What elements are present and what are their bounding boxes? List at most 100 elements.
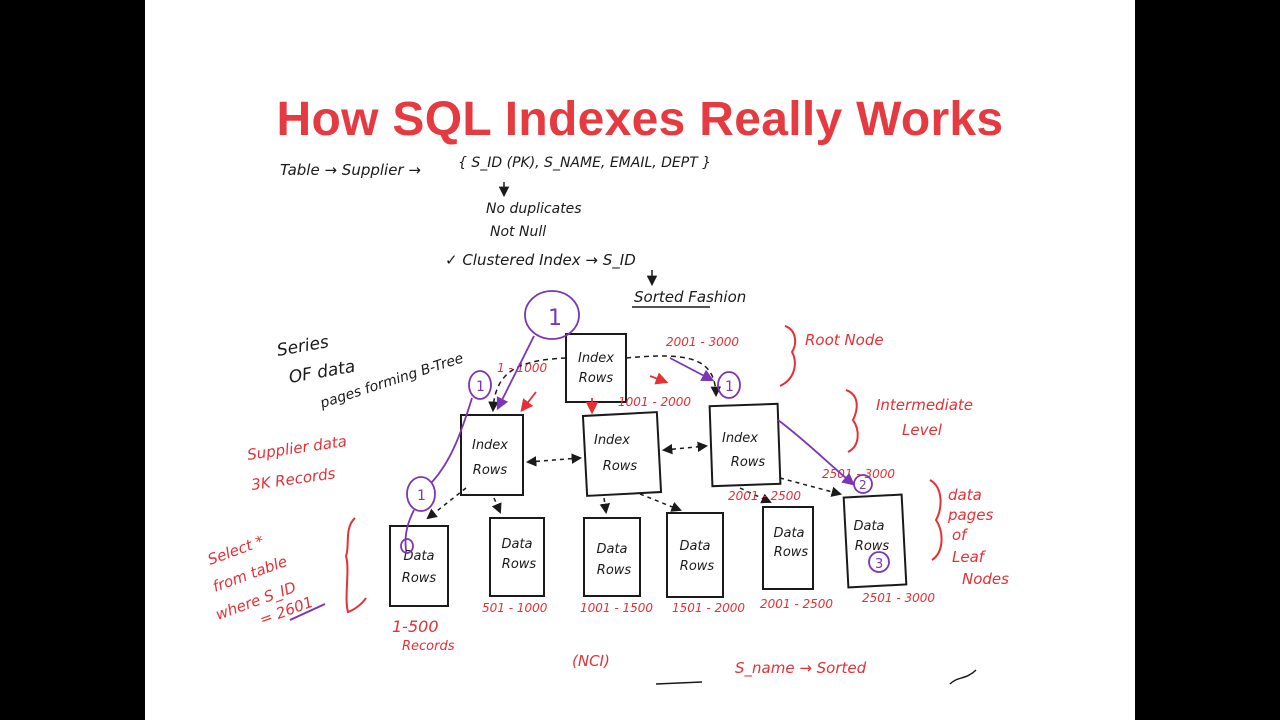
leaf-node-2-label-1: Data — [501, 537, 532, 552]
sname-sorted-label: S_name → Sorted — [735, 659, 867, 678]
leaf-target-circle — [400, 538, 414, 554]
leaf-label-1: data — [948, 486, 982, 504]
intermediate-node-right: Index Rows — [708, 402, 782, 488]
leaf-node-1-label-2: Rows — [402, 571, 437, 586]
leaf-node-2-range: 501 - 1000 — [482, 601, 548, 615]
leaf-node-4-label-2: Rows — [680, 559, 715, 574]
intermediate-node-mid: Index Rows — [581, 411, 663, 497]
root-bracket — [779, 325, 797, 387]
connector-inter-right-leaf-5 — [739, 487, 772, 504]
sibling-links — [525, 441, 709, 467]
intermediate-bracket — [845, 389, 859, 453]
intermediate-label-1: Intermediate — [876, 396, 973, 414]
root-right-step-arrow — [669, 357, 715, 382]
leaf-node-3-label-2: Rows — [597, 563, 632, 578]
leaf-label-2: pages — [947, 506, 993, 524]
leaf-step-circle — [868, 551, 890, 573]
inter-right-step-arrow — [777, 419, 855, 486]
big-step-arrow — [496, 335, 535, 411]
range-right-top: 2501 - 3000 — [822, 467, 895, 481]
connector-inter-mid-leaf-4 — [639, 493, 682, 512]
notes-arrows — [498, 182, 710, 308]
supplier-data-label: Supplier data — [246, 432, 348, 464]
records-range-label: 1-500 — [392, 617, 439, 636]
root-right-step-number: 1 — [725, 379, 734, 395]
lower-range-labels: 2501 - 3000 2001 - 2500 — [728, 467, 895, 503]
leaf-node-6-label-1: Data — [853, 519, 884, 534]
intermediate-node-right-box — [708, 402, 782, 488]
root-red-arrows — [520, 372, 669, 415]
leaf-node-2: Data Rows 501 - 1000 — [482, 517, 548, 615]
series-line-2: OF data — [287, 357, 356, 388]
leaf-node-2-box — [489, 517, 545, 597]
leaf-label-5: Nodes — [962, 570, 1009, 588]
partial-bottom-strokes — [655, 669, 977, 685]
whiteboard-panel — [145, 0, 1135, 720]
red-arrow-right — [649, 372, 669, 385]
not-null-text: Not Null — [490, 224, 546, 240]
sibling-link-mid-right — [661, 441, 709, 455]
leaf-node-1-box — [389, 525, 449, 607]
table-definition-notes: Table → Supplier → { S_ID (PK), S_NAME, … — [280, 155, 746, 306]
leaf-node-3-range: 1001 - 1500 — [580, 601, 653, 615]
leaf-node-6: Data Rows 2501 - 3000 — [842, 493, 935, 605]
root-to-right-connector — [625, 355, 722, 398]
intermediate-node-left-label-1: Index — [472, 438, 508, 453]
intermediate-node-left-box — [460, 414, 524, 496]
traversal-path: 1 1 1 1 2 3 — [400, 290, 890, 573]
clustered-index-text: ✓ Clustered Index → S_ID — [445, 251, 636, 270]
inter-left-step-arrow — [404, 509, 415, 551]
root-left-step-number: 1 — [476, 379, 485, 395]
intermediate-node-mid-label-2: Rows — [603, 459, 638, 474]
leaf-label-4: Leaf — [952, 548, 987, 566]
leaf-node-6-range: 2501 - 3000 — [862, 591, 935, 605]
series-line-1: Series — [275, 332, 330, 361]
leaf-node-4-range: 1501 - 2000 — [672, 601, 745, 615]
root-range-right: 2001 - 3000 — [666, 335, 739, 349]
partial-stroke-left — [655, 681, 703, 685]
leaf-bracket — [929, 479, 943, 561]
root-node-label: Root Node — [805, 331, 884, 349]
root-connectors — [488, 355, 722, 413]
records-3k-label: 3K Records — [250, 464, 337, 494]
leaf-connectors — [426, 477, 843, 520]
range-right-left: 2001 - 2500 — [728, 489, 801, 503]
root-node-box — [565, 333, 627, 403]
leaf-node-1-label-1: Data — [403, 549, 434, 564]
intermediate-node-left: Index Rows — [460, 414, 524, 496]
columns-text: { S_ID (PK), S_NAME, EMAIL, DEPT } — [458, 155, 711, 171]
root-right-step-circle — [717, 371, 741, 399]
leaf-node-5-range: 2001 - 2500 — [760, 597, 833, 611]
root-range-mid: 1001 - 2000 — [618, 395, 691, 409]
intermediate-label-2: Level — [902, 421, 943, 439]
leaf-node-4: Data Rows 1501 - 2000 — [666, 512, 745, 615]
connector-inter-left-leaf-1 — [426, 487, 467, 520]
inter-left-step-number: 1 — [417, 488, 426, 504]
leaf-node-4-box — [666, 512, 724, 598]
intermediate-node-mid-box — [581, 411, 663, 497]
nci-label: (NCI) — [572, 652, 610, 670]
connector-inter-right-leaf-6 — [779, 477, 843, 497]
root-to-left-connector — [488, 357, 567, 413]
leaf-node-3: Data Rows 1001 - 1500 — [580, 517, 653, 615]
root-range-left: 1 - 1000 — [497, 361, 547, 375]
root-node: Index Rows — [565, 333, 627, 403]
root-node-label-1: Index — [578, 351, 614, 366]
intermediate-node-mid-label-1: Index — [594, 433, 630, 448]
inter-left-step-circle — [406, 476, 436, 512]
inter-right-step-number: 2 — [859, 478, 867, 492]
leaf-node-2-label-2: Rows — [502, 557, 537, 572]
big-step-number: 1 — [548, 306, 562, 331]
leaf-node-6-box — [842, 493, 908, 589]
leaf-node-3-box — [583, 517, 641, 597]
root-left-step-circle — [468, 370, 492, 400]
leaf-node-5-box — [762, 506, 814, 590]
table-line-text: Table → Supplier → — [280, 161, 421, 179]
leaf-node-5-label-2: Rows — [774, 545, 809, 560]
root-node-label-2: Rows — [579, 371, 614, 386]
big-step-circle — [524, 290, 580, 340]
partial-stroke-right — [949, 669, 977, 685]
leaf-label-3: of — [952, 526, 969, 544]
series-note: Series OF data pages forming B-Tree — [275, 332, 465, 412]
